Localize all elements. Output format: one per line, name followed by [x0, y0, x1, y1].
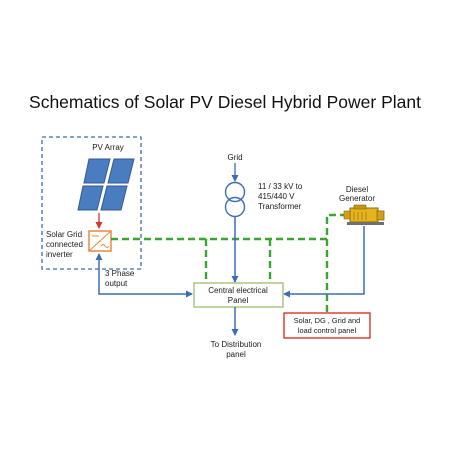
diesel-label-line2: Generator	[339, 194, 375, 203]
inverter-label-line3: inverter	[46, 250, 73, 259]
transformer-icon	[224, 181, 246, 218]
generator-to-panel-line	[283, 226, 365, 298]
central-panel-label-line1: Central electrical	[208, 286, 268, 295]
inverter-label-line1: Solar Grid	[46, 230, 82, 239]
distribution-label-line1: To Distribution	[211, 340, 262, 349]
transformer-label-line2: 415/440 V	[258, 192, 295, 201]
phase-output-label-line1: 3 Phase	[105, 269, 135, 278]
inverter-label-line2: connected	[46, 240, 83, 249]
control-panel-box	[283, 312, 371, 339]
grid-label: Grid	[227, 153, 242, 162]
distribution-label-line2: panel	[226, 350, 246, 359]
pv-array-icon	[77, 158, 135, 211]
central-panel-box	[193, 282, 284, 308]
control-panel-label-line2: load control panel	[298, 326, 357, 335]
pv-array-label: PV Array	[92, 143, 124, 152]
diesel-generator-icon	[343, 204, 385, 225]
central-panel-label-line2: Panel	[228, 296, 249, 305]
control-signal-lines	[111, 213, 348, 313]
transformer-label-line3: Transformer	[258, 202, 302, 211]
phase-output-label-line2: output	[105, 279, 128, 288]
diesel-label-line1: Diesel	[346, 185, 368, 194]
inverter-icon	[88, 230, 112, 252]
transformer-label-line1: 11 / 33 kV to	[258, 182, 303, 191]
inverter-to-panel-line	[95, 253, 193, 298]
pv-system-boundary	[41, 136, 142, 270]
control-panel-label-line1: Solar, DG , Grid and	[294, 316, 361, 325]
diagram-title: Schematics of Solar PV Diesel Hybrid Pow…	[29, 92, 421, 112]
